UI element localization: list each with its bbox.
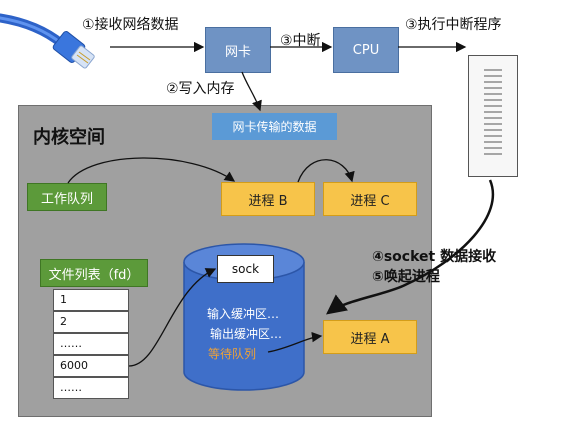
- step-write-memory-label: ②写入内存: [166, 81, 235, 97]
- process-b-box: 进程 B: [221, 182, 315, 216]
- send-buffer-label: 输出缓冲区…: [210, 327, 283, 341]
- recv-buffer-label: 输入缓冲区…: [207, 307, 280, 321]
- step-wake-process-label: ⑤唤起进程: [372, 269, 440, 285]
- step-run-interrupt-label: ③执行中断程序: [405, 17, 502, 33]
- nic-box: 网卡: [205, 27, 271, 73]
- step-socket-receive-label: ④socket 数据接收: [372, 249, 497, 265]
- fd-row: ……: [53, 333, 129, 355]
- ethernet-cable-icon: [0, 13, 95, 69]
- cpu-box: CPU: [333, 27, 399, 73]
- process-a-box: 进程 A: [323, 320, 417, 354]
- fd-row: 1: [53, 289, 129, 311]
- fd-row: 2: [53, 311, 129, 333]
- fd-row: ……: [53, 377, 129, 399]
- fd-row: 6000: [53, 355, 129, 377]
- wait-queue-label: 等待队列: [208, 347, 257, 361]
- step-receive-data-label: ①接收网络数据: [82, 17, 179, 33]
- sock-box: sock: [217, 255, 274, 283]
- process-c-box: 进程 C: [323, 182, 417, 216]
- nic-transmitted-data-box: 网卡传输的数据: [212, 113, 337, 140]
- interrupt-program-listing-icon: [468, 55, 518, 177]
- step-interrupt-label: ③中断: [280, 33, 321, 49]
- fd-list-box: 文件列表（fd）: [40, 259, 148, 287]
- work-queue-box: 工作队列: [27, 183, 107, 211]
- kernel-space-title: 内核空间: [33, 127, 105, 148]
